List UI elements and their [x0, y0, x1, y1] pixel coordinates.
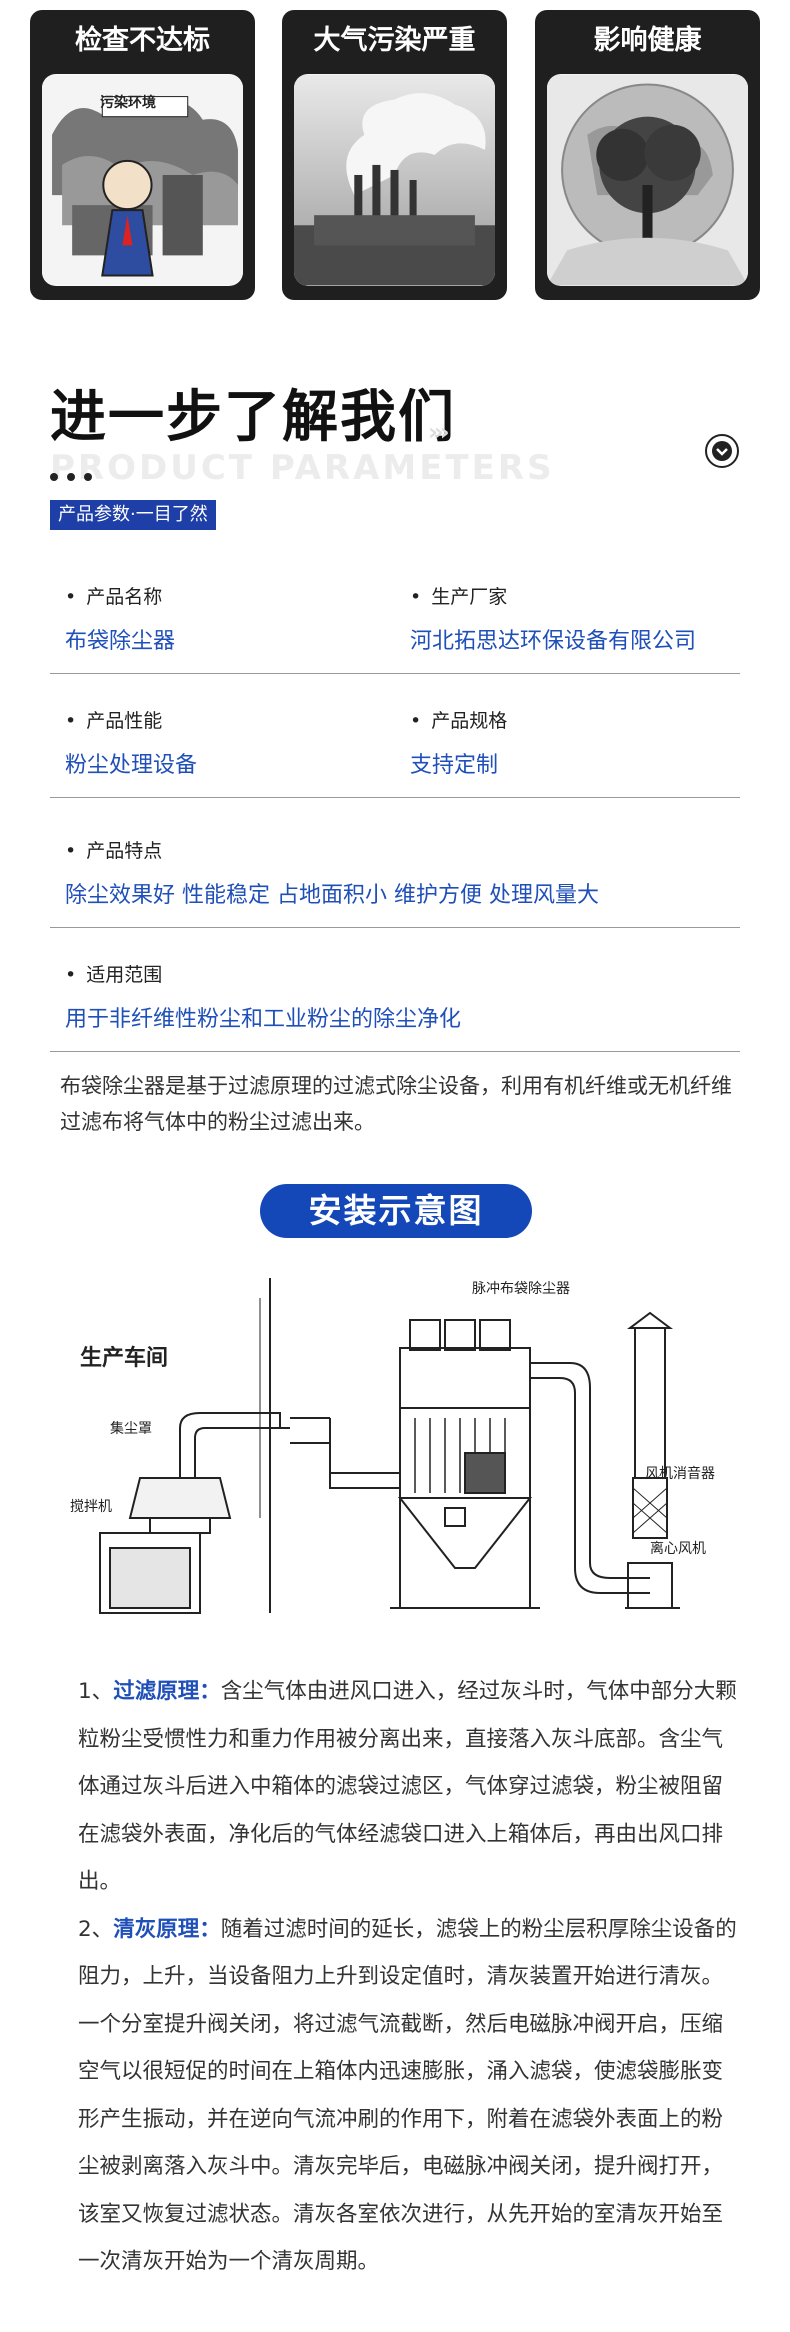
chevrons-right-icon: ›››	[428, 418, 450, 446]
param-row-2: 产品性能 粉尘处理设备 产品规格 支持定制	[50, 706, 740, 798]
card-title: 影响健康	[593, 25, 702, 56]
principles-text: 1、过滤原理：含尘气体由进风口进入，经过灰斗时，气体中部分大颗粒粉尘受惯性力和重…	[78, 1668, 738, 2286]
param-value: 用于非纤维性粉尘和工业粉尘的除尘净化	[65, 1007, 462, 1032]
label-mixer: 搅拌机	[70, 1499, 112, 1515]
chevron-down-icon[interactable]	[705, 434, 739, 468]
principle-heading: 清灰原理：	[113, 1916, 221, 1942]
section-watermark: PRODUCT PARAMETERS	[50, 448, 555, 488]
param-label: 产品特点	[65, 836, 599, 863]
label-workshop: 生产车间	[80, 1346, 169, 1371]
param-row-1: 产品名称 布袋除尘器 生产厂家 河北拓思达环保设备有限公司	[50, 582, 740, 674]
label-collector: 脉冲布袋除尘器	[472, 1281, 570, 1297]
install-title: 安装示意图	[260, 1184, 532, 1238]
principle-heading: 过滤原理：	[113, 1679, 221, 1704]
card-air-pollution: 大气污染严重	[282, 10, 507, 300]
product-intro: 布袋除尘器是基于过滤原理的过滤式除尘设备，利用有机纤维或无机纤维过滤布将气体中的…	[60, 1074, 732, 1134]
principle-number: 2、	[78, 1916, 114, 1942]
label-fan: 离心风机	[650, 1541, 706, 1557]
sign-text: 污染环境	[100, 95, 156, 111]
param-value: 除尘效果好 性能稳定 占地面积小 维护方便 处理风量大	[65, 883, 599, 908]
card-inspection-fail: 检查不达标 污染环境	[30, 10, 255, 300]
principle-number: 1、	[78, 1679, 114, 1704]
param-scope: 适用范围 用于非纤维性粉尘和工业粉尘的除尘净化	[65, 960, 461, 1033]
param-label: 适用范围	[65, 960, 461, 987]
label-muffler: 风机消音器	[645, 1466, 715, 1482]
param-performance: 产品性能 粉尘处理设备	[65, 706, 197, 779]
card-title: 检查不达标	[75, 25, 210, 56]
section-badge: 产品参数·一目了然	[50, 500, 216, 530]
param-label: 产品规格	[410, 706, 507, 733]
label-hood: 集尘罩	[110, 1421, 152, 1437]
param-value: 支持定制	[410, 753, 499, 778]
principle-cleaning: 2、清灰原理：随着过滤时间的延长，滤袋上的粉尘层积厚除尘设备的阻力，上升，当设备…	[78, 1906, 738, 2286]
principle-filter: 1、过滤原理：含尘气体由进风口进入，经过灰斗时，气体中部分大颗粒粉尘受惯性力和重…	[78, 1668, 738, 1906]
card-health: 影响健康	[535, 10, 760, 300]
param-features: 产品特点 除尘效果好 性能稳定 占地面积小 维护方便 处理风量大	[65, 836, 599, 909]
card-title: 大气污染严重	[313, 25, 476, 56]
param-label: 产品性能	[65, 706, 197, 733]
param-label: 生产厂家	[410, 582, 696, 609]
param-value: 河北拓思达环保设备有限公司	[410, 629, 697, 654]
param-value: 布袋除尘器	[65, 629, 176, 654]
param-value: 粉尘处理设备	[65, 753, 198, 778]
problem-cards: 检查不达标 污染环境 大气污染严重	[30, 10, 760, 300]
factory-smoke-icon	[294, 74, 495, 286]
tree-globe-icon	[547, 74, 748, 286]
param-row-4: 适用范围 用于非纤维性粉尘和工业粉尘的除尘净化	[50, 960, 740, 1052]
param-maker: 生产厂家 河北拓思达环保设备有限公司	[410, 582, 696, 655]
param-row-3: 产品特点 除尘效果好 性能稳定 占地面积小 维护方便 处理风量大	[50, 836, 740, 928]
dots-decoration	[50, 466, 110, 481]
param-spec: 产品规格 支持定制	[410, 706, 507, 779]
install-diagram: 生产车间 脉冲布袋除尘器 集尘罩 搅拌机 风机消音器 离心风机	[70, 1268, 740, 1618]
principle-body: 随着过滤时间的延长，滤袋上的粉尘层积厚除尘设备的阻力，上升，当设备阻力上升到设定…	[78, 1916, 737, 2275]
section-title: 进一步了解我们	[50, 385, 456, 450]
param-name: 产品名称 布袋除尘器	[65, 582, 175, 655]
pollution-cartoon-icon: 污染环境	[42, 74, 243, 286]
param-label: 产品名称	[65, 582, 175, 609]
principle-body: 含尘气体由进风口进入，经过灰斗时，气体中部分大颗粒粉尘受惯性力和重力作用被分离出…	[78, 1679, 737, 1894]
